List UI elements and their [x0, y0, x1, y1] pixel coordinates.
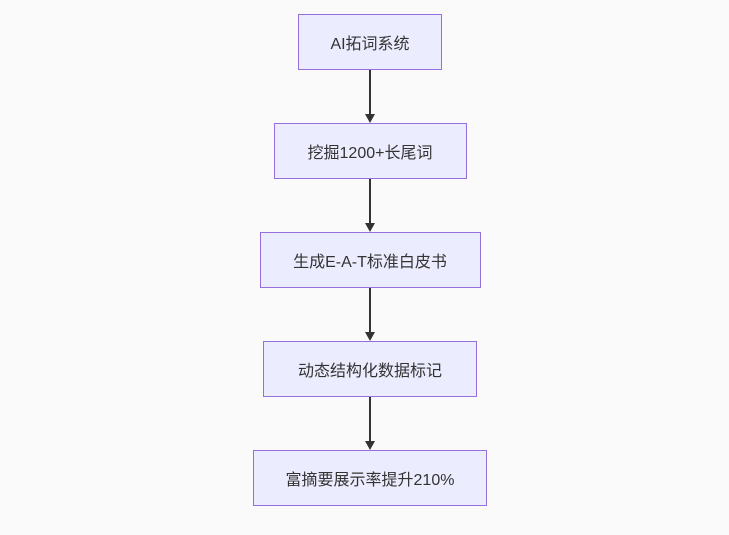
flow-node-ai-keyword-system: AI拓词系统 — [298, 14, 442, 70]
arrow-down-icon — [364, 70, 376, 123]
arrow-down-icon — [364, 288, 376, 341]
arrow-down-icon — [364, 179, 376, 232]
flow-node-longtail-mining: 挖掘1200+长尾词 — [273, 123, 467, 179]
arrow-down-icon — [364, 397, 376, 450]
flow-node-rich-snippet-uplift: 富摘要展示率提升210% — [253, 450, 487, 506]
flowchart: AI拓词系统 挖掘1200+长尾词 生成E-A-T标准白皮书 动态结构化数据标记… — [253, 14, 487, 506]
flow-node-structured-data-markup: 动态结构化数据标记 — [263, 341, 477, 397]
flow-node-eat-whitepaper: 生成E-A-T标准白皮书 — [259, 232, 481, 288]
